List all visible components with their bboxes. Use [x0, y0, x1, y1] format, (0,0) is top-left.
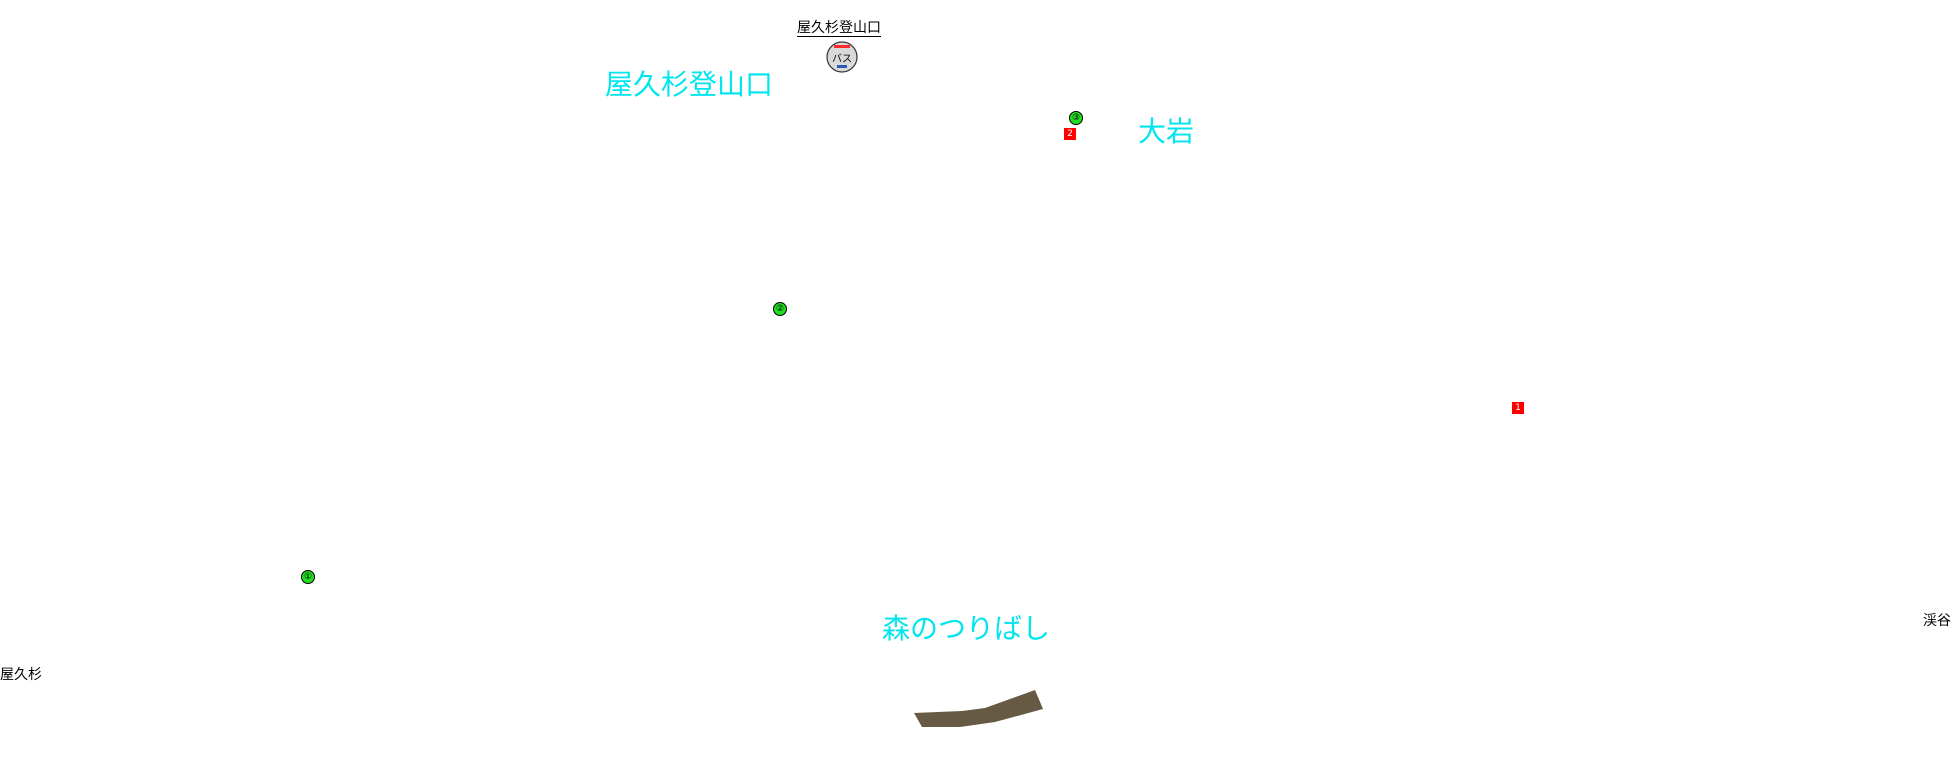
bus-icon-text: バス [832, 53, 852, 65]
green-marker-1[interactable]: ① [301, 570, 315, 584]
area-label-big-rock: 大岩 [1138, 115, 1195, 148]
bus-stop-name[interactable]: 屋久杉登山口 [797, 20, 881, 37]
edge-label-yakusugi[interactable]: 屋久杉 [0, 667, 42, 683]
area-label-suspension-bridge: 森のつりばし [882, 612, 1051, 645]
red-marker-1[interactable]: 1 [1512, 402, 1524, 414]
green-marker-3[interactable]: ③ [1069, 111, 1083, 125]
bus-stop-icon[interactable]: バス [826, 41, 858, 73]
green-marker-2[interactable]: ② [773, 302, 787, 316]
red-marker-2[interactable]: 2 [1064, 128, 1076, 140]
edge-label-keikoku[interactable]: 渓谷 [1923, 613, 1951, 629]
area-label-trailhead: 屋久杉登山口 [605, 68, 774, 101]
